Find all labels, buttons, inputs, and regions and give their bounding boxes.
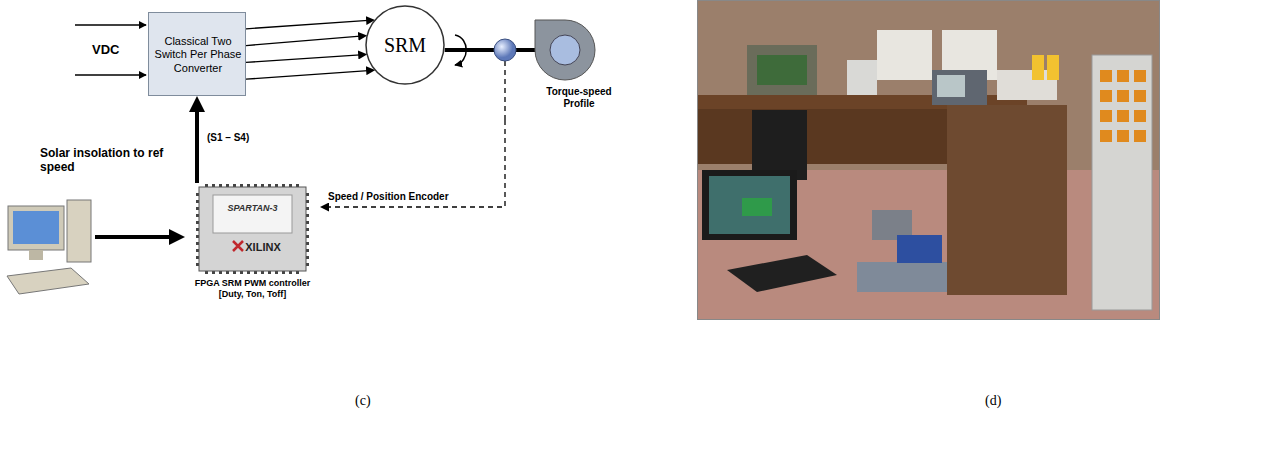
- connector-label: Speed / Position Encoder: [326, 191, 451, 203]
- photo-desk: [947, 105, 1067, 295]
- panel-tag: (c): [355, 393, 371, 410]
- pc-tower: [67, 200, 91, 262]
- photo-cabinet: [1092, 55, 1152, 310]
- photo-switch: [1117, 110, 1129, 122]
- motor-label: SRM: [365, 5, 445, 85]
- encoder-sphere: [494, 39, 516, 61]
- encoder-wire: [504, 61, 505, 120]
- blower-impeller: [550, 35, 580, 65]
- photo-motor: [897, 235, 942, 263]
- photo-switch: [1100, 110, 1112, 122]
- photo-border: [698, 1, 1160, 320]
- photo-switch: [1100, 70, 1112, 82]
- photo-switch: [1134, 110, 1146, 122]
- photo-floor: [697, 170, 1160, 320]
- photo-keyboard: [727, 255, 837, 292]
- input-caption: Solar insolation to ref speed: [40, 146, 185, 175]
- connector: [195, 110, 199, 183]
- chip-body: [199, 187, 306, 271]
- photo-scope: [932, 70, 987, 105]
- connector: [95, 235, 171, 239]
- connector: [327, 120, 505, 207]
- photo-switch: [1134, 130, 1146, 142]
- photo-switch: [1100, 90, 1112, 102]
- connector: [246, 36, 360, 45]
- connector: [445, 48, 490, 52]
- photo-monitor: [702, 170, 797, 240]
- photo-scope-screen: [937, 75, 965, 97]
- controller-caption: FPGA SRM PWM controller [Duty, Ton, Toff…: [185, 278, 320, 300]
- supply-wire: [75, 24, 146, 25]
- connector: [246, 55, 360, 63]
- photo-meter: [1047, 55, 1059, 80]
- photo-variac: [847, 60, 877, 95]
- photo-switch: [1117, 130, 1129, 142]
- photo-switch: [1117, 70, 1129, 82]
- photo-switch: [1134, 90, 1146, 102]
- supply-label: VDC: [92, 42, 119, 58]
- photo: [697, 0, 1160, 320]
- fpga-controller: SPARTAN-3XILINX FPGA SRM PWM controller […: [185, 183, 320, 318]
- panel-tag: (d): [985, 393, 1001, 410]
- pc-keyboard: [7, 268, 89, 294]
- photo-board: [747, 45, 817, 95]
- photo-switch: [1117, 90, 1129, 102]
- pc-monitor: [8, 206, 64, 250]
- load-assembly: Torque-speed Profile: [490, 10, 620, 120]
- computer: Solar insolation to ref speed: [5, 198, 95, 298]
- converter-label: Classical Two Switch Per Phase Converter: [149, 13, 247, 97]
- photo-screen: [709, 176, 790, 234]
- load-symbol: [490, 10, 620, 120]
- computer-icon: [5, 198, 95, 298]
- motor-circle: SRM: [365, 5, 445, 85]
- chip-brand: SPARTAN-3: [213, 203, 292, 214]
- photo-screen: [742, 198, 772, 216]
- photo-frame: [857, 262, 947, 292]
- converter-box: Classical Two Switch Per Phase Converter: [148, 12, 246, 96]
- photo-panel: [877, 30, 932, 80]
- chip-maker: XILINX: [233, 241, 293, 254]
- pc-screen: [13, 211, 59, 244]
- photo-board: [757, 55, 807, 85]
- blower-housing: [535, 20, 595, 80]
- photo-wall: [697, 0, 1160, 320]
- supply-wire: [75, 74, 146, 75]
- connector-label: (S1 – S4): [205, 132, 251, 144]
- photo-meter: [1032, 55, 1044, 80]
- motor-circle: [366, 6, 444, 84]
- photo-switch: [1134, 70, 1146, 82]
- connector: [246, 20, 368, 28]
- load-label: Torque-speed Profile: [540, 86, 618, 110]
- connector: [246, 71, 368, 80]
- chip-logo: [213, 195, 292, 233]
- pc-stand: [29, 250, 43, 260]
- xilinx-mark: [233, 241, 243, 251]
- photo-tower: [752, 110, 807, 180]
- photo-switch: [1100, 130, 1112, 142]
